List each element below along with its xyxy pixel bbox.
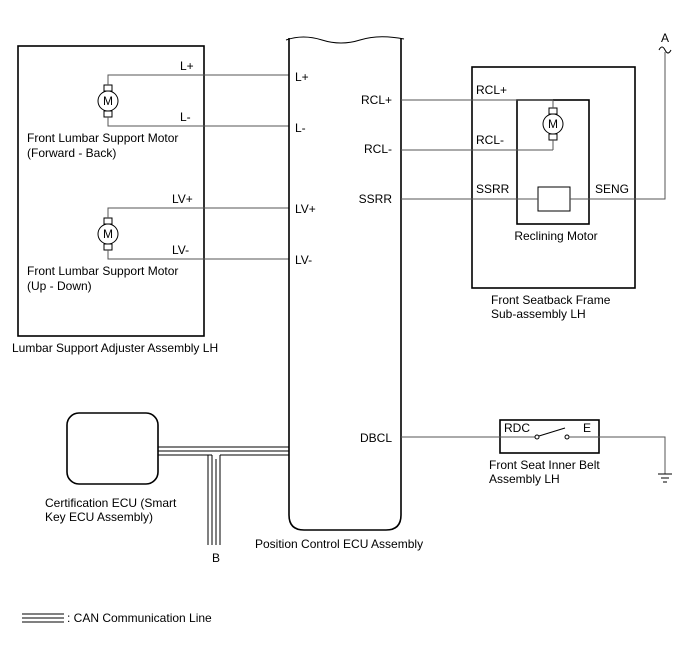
reclining-motor-label: Reclining Motor: [514, 229, 597, 243]
belt-label-line2: Assembly LH: [489, 472, 560, 486]
motor2-label-line2: (Up - Down): [27, 279, 92, 293]
terminal-label-l-plus: L+: [180, 59, 194, 73]
seatback-terminal-rcl-minus: RCL-: [476, 133, 504, 147]
belt-terminal-e: E: [583, 421, 591, 435]
connector-a-label: A: [661, 31, 669, 45]
legend-label: : CAN Communication Line: [67, 611, 212, 625]
cert-ecu-label-line2: Key ECU Assembly): [45, 510, 153, 524]
seatback-wires: [401, 52, 666, 200]
ecu-terminal-ssrr: SSRR: [359, 192, 393, 206]
lumbar-motor-up-down: M LV+ LV- Front Lumbar Support Motor (Up…: [27, 192, 204, 293]
seatback-terminal-ssrr: SSRR: [476, 182, 510, 196]
ecu-terminal-lv-minus: LV-: [295, 253, 312, 267]
lumbar-ecu-wires: [204, 74, 289, 260]
connector-b-label: B: [212, 551, 220, 565]
ecu-terminal-dbcl: DBCL: [360, 431, 392, 445]
seatback-label-line2: Sub-assembly LH: [491, 307, 586, 321]
ecu-terminal-l-plus: L+: [295, 70, 309, 84]
seatback-terminal-seng: SENG: [595, 182, 629, 196]
switch-blade-icon: [538, 427, 566, 437]
reclining-sensor-block: [537, 186, 571, 212]
ecu-terminal-l-minus: L-: [295, 121, 306, 135]
lumbar-assembly-label: Lumbar Support Adjuster Assembly LH: [12, 341, 218, 355]
motor-symbol-label: M: [548, 117, 558, 131]
ecu-terminal-lv-plus: LV+: [295, 202, 316, 216]
belt-label-line1: Front Seat Inner Belt: [489, 458, 600, 472]
switch-contact-icon: [564, 434, 570, 440]
belt-terminal-rdc: RDC: [504, 421, 530, 435]
position-control-ecu: L+ L- LV+ LV- RCL+ RCL- SSRR DBCL: [285, 36, 405, 531]
motor-symbol-label: M: [103, 94, 113, 108]
motor2-label-line1: Front Lumbar Support Motor: [27, 264, 178, 278]
inner-belt-assembly: RDC E: [401, 419, 600, 454]
cert-ecu-label-line1: Certification ECU (Smart: [45, 496, 177, 510]
switch-contact-icon: [534, 434, 540, 440]
ecu-label: Position Control ECU Assembly: [255, 537, 423, 551]
lumbar-support-assembly: M L+ L- Front Lumbar Support Motor (Forw…: [17, 45, 205, 337]
terminal-label-lv-minus: LV-: [172, 243, 189, 257]
seatback-terminal-rcl-plus: RCL+: [476, 83, 507, 97]
seatback-label-line1: Front Seatback Frame: [491, 293, 611, 307]
legend: : CAN Communication Line: [22, 611, 212, 625]
terminal-label-lv-plus: LV+: [172, 192, 193, 206]
motor-symbol-label: M: [103, 227, 113, 241]
ground-icon: [599, 436, 672, 483]
motor1-label-line1: Front Lumbar Support Motor: [27, 131, 178, 145]
lumbar-motor-forward-back: M L+ L- Front Lumbar Support Motor (Forw…: [27, 59, 204, 160]
ecu-terminal-rcl-minus: RCL-: [364, 142, 392, 156]
terminal-label-l-minus: L-: [180, 110, 191, 124]
certification-ecu: [66, 412, 159, 485]
can-communication-line: [158, 446, 289, 545]
ecu-terminal-rcl-plus: RCL+: [361, 93, 392, 107]
motor1-label-line2: (Forward - Back): [27, 146, 116, 160]
connector-a: A: [658, 31, 672, 54]
